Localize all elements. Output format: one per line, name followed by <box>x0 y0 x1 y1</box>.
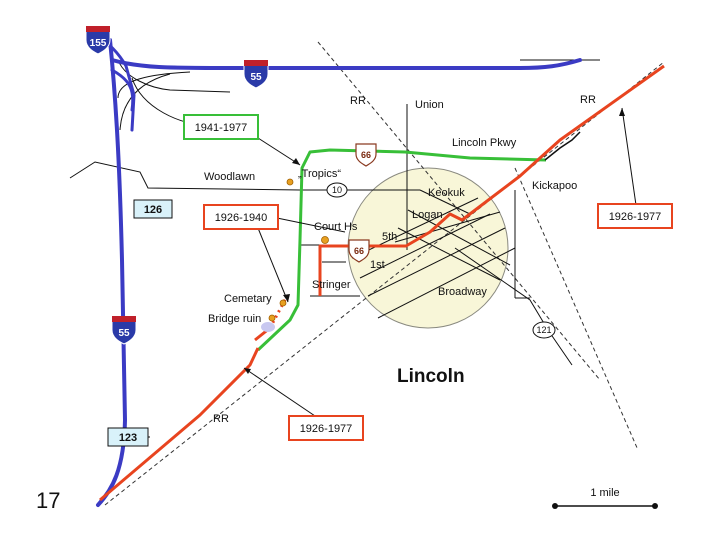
label-cemetary: Cemetary <box>224 293 272 305</box>
period-box-1941-1977: 1941-1977 <box>183 114 259 140</box>
interstate-label-55-north: 55 <box>250 72 262 83</box>
label-kickapoo: Kickapoo <box>532 180 577 192</box>
state-route-10-icon: 10 <box>326 182 348 198</box>
bridge-ruin-poi <box>268 314 276 322</box>
period-label-1926-1977-east: 1926-1977 <box>609 211 662 223</box>
label-bridge-ruin: Bridge ruin <box>208 313 261 325</box>
interchange-ramps <box>117 59 231 131</box>
interstate-shield-icon: 155 <box>85 26 111 55</box>
tropics-poi <box>286 178 294 186</box>
period-label-1926-1940: 1926-1940 <box>215 212 268 224</box>
callout-arrowheads <box>244 108 625 374</box>
interstate-label-155: 155 <box>90 38 107 49</box>
period-label-1941-1977: 1941-1977 <box>195 122 248 134</box>
bridge-ruin-pond <box>261 322 275 332</box>
label-court-hs: Court Hs <box>314 221 358 233</box>
interstate-label-55-south: 55 <box>118 328 130 339</box>
exit-label-126: 126 <box>144 204 162 216</box>
route66-shield-icon: 66 <box>348 239 370 263</box>
street-keokuk <box>407 209 511 266</box>
state-route-label-10: 10 <box>332 185 342 195</box>
street-first <box>359 213 491 279</box>
label-rr-east: RR <box>580 94 596 106</box>
scale-label: 1 mile <box>590 487 619 499</box>
label-fifth: 5th <box>382 231 397 243</box>
route10-road <box>419 189 471 215</box>
court-house-poi <box>321 236 329 244</box>
period-box-1926-1977-east: 1926-1977 <box>597 203 673 229</box>
label-rr-south: RR <box>213 413 229 425</box>
label-tropics: „Tropics“ <box>298 168 341 180</box>
period-box-1926-1940: 1926-1940 <box>203 204 279 230</box>
scale-bar: 1 mile <box>552 487 658 509</box>
railroad-east <box>514 167 639 451</box>
town-name: Lincoln <box>397 366 465 387</box>
railroad-north <box>317 41 601 381</box>
i55-northsouth <box>96 38 127 507</box>
period-label-1926-1977-south: 1926-1977 <box>300 423 353 435</box>
lincoln-town-area <box>347 167 509 329</box>
label-logan: Logan <box>412 209 443 221</box>
route-1941-1977 <box>256 148 547 352</box>
street-diag-c <box>394 211 501 243</box>
callout-pointers <box>243 107 637 419</box>
label-woodlawn: Woodlawn <box>204 171 255 183</box>
label-first: 1st <box>370 259 385 271</box>
route66-shield-icon: 66 <box>355 143 377 167</box>
exit-126-box: 126 <box>133 199 173 219</box>
woodlawn-road <box>69 161 420 191</box>
street-diag-b <box>377 247 516 319</box>
label-lincoln-pkwy: Lincoln Pkwy <box>452 137 517 149</box>
streets <box>69 59 600 438</box>
label-broadway: Broadway <box>438 286 487 298</box>
railroads <box>104 41 665 506</box>
label-union: Union <box>415 99 444 111</box>
i55-eastwest <box>110 58 582 70</box>
pkwy-junction <box>544 131 581 161</box>
exit-label-123: 123 <box>119 432 137 444</box>
state-route-121-icon: 121 <box>532 321 556 339</box>
state-route-label-121: 121 <box>536 325 551 335</box>
slide-number: 17 <box>36 488 60 513</box>
interstate-shield-icon: 55 <box>243 60 269 89</box>
interstate-shield-icon: 55 <box>111 316 137 345</box>
label-rr-north: RR <box>350 95 366 107</box>
route66-label-town: 66 <box>354 246 364 256</box>
label-stringer: Stringer <box>312 279 351 291</box>
exit-123-box: 123 <box>107 427 149 447</box>
i55-interchange-curve <box>110 68 135 112</box>
cemetary-poi <box>279 299 287 307</box>
period-box-1926-1977-south: 1926-1977 <box>288 415 364 441</box>
street-logan <box>397 227 501 281</box>
route66-label-north: 66 <box>361 150 371 160</box>
label-keokuk: Keokuk <box>428 187 465 199</box>
route121-road <box>454 247 573 366</box>
street-diag-a <box>367 227 506 297</box>
